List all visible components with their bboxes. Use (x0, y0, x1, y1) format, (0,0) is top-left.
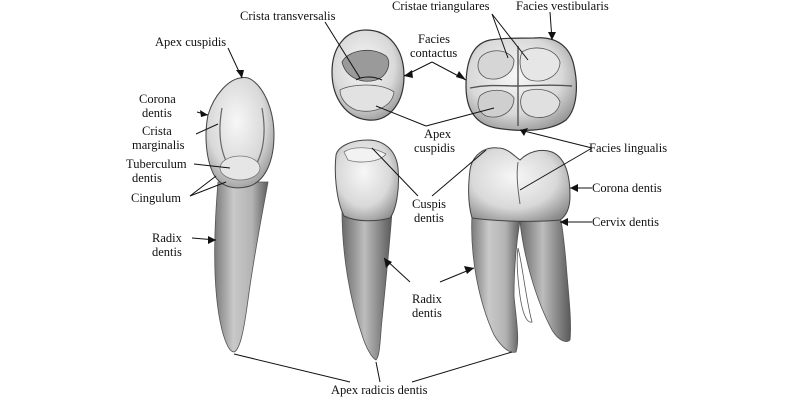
label-apex-cuspidis-center-line2: cuspidis (414, 141, 455, 155)
label-corona-dentis-left-line1: Corona (139, 92, 176, 106)
label-crista-marginalis-line1: Crista (142, 124, 172, 138)
label-cristae-triangulares: Cristae triangulares (392, 0, 490, 13)
molar-cusp-2 (519, 47, 561, 82)
label-tuberculum-dentis-line1: Tuberculum (126, 157, 187, 171)
molar-root-furcation (516, 247, 533, 323)
label-apex-cuspidis-center-line1: Apex (424, 127, 452, 141)
label-cervix-dentis: Cervix dentis (592, 215, 659, 229)
molar-occlusal-view (465, 37, 577, 131)
label-cuspis-dentis-line1: Cuspis (412, 197, 446, 211)
label-tuberculum-dentis-line2: dentis (132, 171, 162, 185)
label-cingulum: Cingulum (131, 191, 181, 205)
molar-cusp-4 (520, 88, 561, 118)
premolar-occlusal-view (331, 29, 405, 121)
molar-crown-side (468, 147, 571, 222)
label-corona-dentis-right: Corona dentis (592, 181, 662, 195)
labels: Apex cuspidis Crista transversalis Crist… (126, 0, 667, 397)
label-crista-transversalis: Crista transversalis (240, 9, 336, 23)
premolar-buccal-cusp (341, 49, 390, 82)
label-crista-marginalis-line2: marginalis (132, 138, 185, 152)
canine-lingual-view (205, 76, 275, 353)
label-facies-lingualis: Facies lingualis (589, 141, 667, 155)
label-cuspis-dentis-line2: dentis (414, 211, 444, 225)
molar-mesial-root (471, 214, 521, 353)
label-facies-vestibularis: Facies vestibularis (516, 0, 609, 13)
label-facies-contactus-line1: Facies (418, 32, 450, 46)
label-apex-radicis-dentis: Apex radicis dentis (331, 383, 428, 397)
label-corona-dentis-left-line2: dentis (142, 106, 172, 120)
label-facies-contactus-line2: contactus (410, 46, 457, 60)
label-radix-dentis-left-line1: Radix (152, 231, 183, 245)
molar-side-view (468, 147, 571, 353)
label-radix-dentis-center-line2: dentis (412, 306, 442, 320)
premolar-lingual-cusp (339, 84, 395, 112)
premolar-root (341, 209, 393, 361)
canine-tuberculum (219, 155, 261, 181)
molar-crown-groove (516, 161, 521, 205)
arrowheads (200, 32, 578, 274)
molar-cusp-1 (477, 50, 515, 80)
canine-root (214, 181, 269, 353)
premolar-transverse-ridge (355, 76, 383, 81)
label-apex-cuspidis: Apex cuspidis (155, 35, 226, 49)
molar-distal-root (519, 214, 571, 342)
molar-fissure (469, 46, 573, 126)
label-radix-dentis-center-line1: Radix (412, 292, 443, 306)
label-radix-dentis-left-line2: dentis (152, 245, 182, 259)
premolar-side-view (334, 139, 399, 361)
